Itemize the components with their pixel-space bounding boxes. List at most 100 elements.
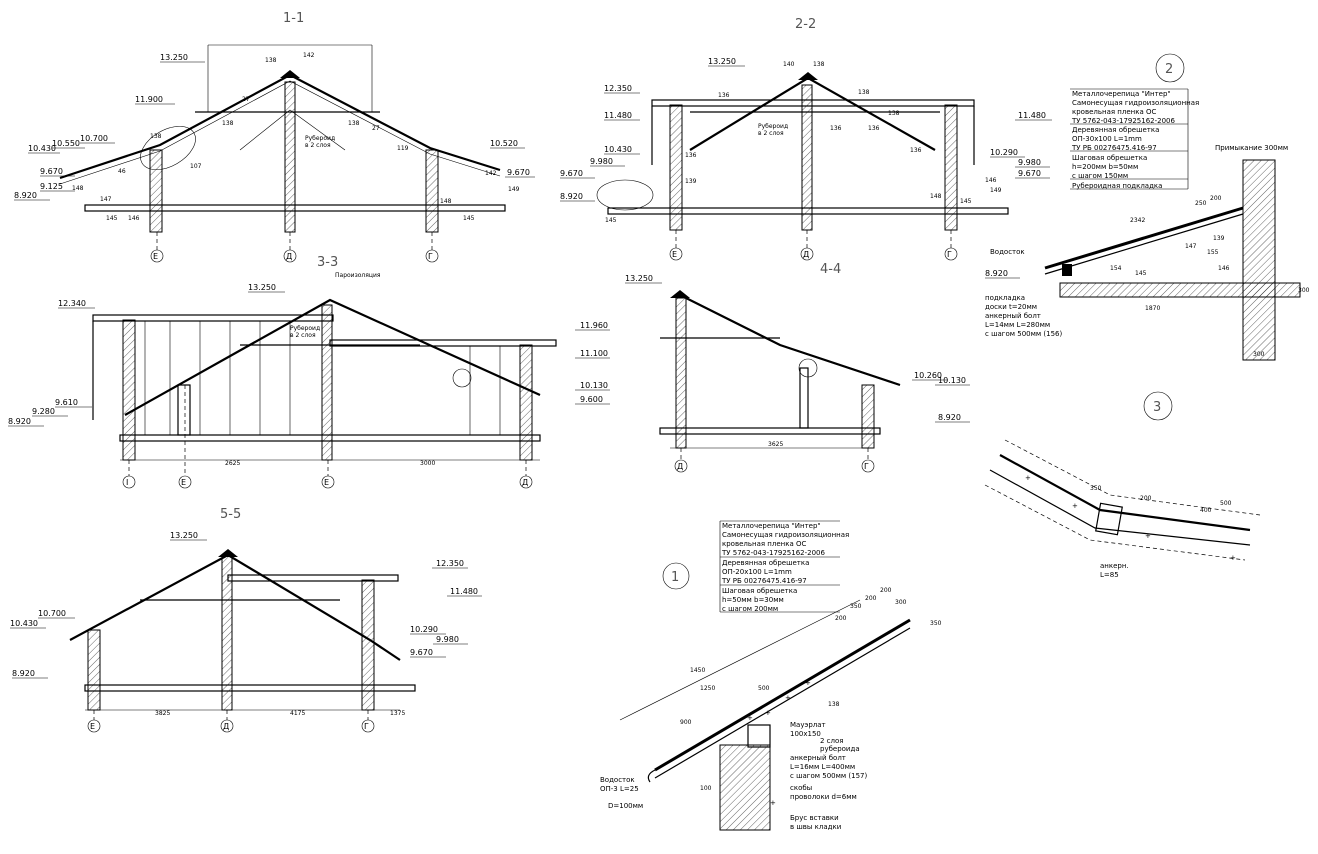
wall-g	[425, 149, 439, 233]
callouts: Мауэрлат 100x150 2 слоя рубероида анкерн…	[600, 721, 867, 831]
masonry-wall	[1242, 159, 1276, 361]
svg-text:4175: 4175	[290, 710, 305, 717]
svg-text:L=14мм L=280мм: L=14мм L=280мм	[985, 321, 1050, 329]
wall-plate	[747, 724, 771, 748]
svg-text:Водосток: Водосток	[990, 248, 1025, 256]
roof-slope	[124, 298, 541, 416]
svg-text:149: 149	[990, 187, 1002, 194]
svg-text:11.480: 11.480	[1018, 111, 1046, 120]
svg-text:138: 138	[888, 110, 900, 117]
svg-text:9.670: 9.670	[560, 169, 583, 178]
svg-text:+: +	[785, 694, 791, 702]
svg-text:+: +	[747, 714, 753, 722]
svg-text:подкладка: подкладка	[985, 294, 1025, 302]
svg-text:с шагом 150мм: с шагом 150мм	[1072, 172, 1128, 180]
node-callout-circle	[798, 358, 818, 378]
svg-text:300: 300	[895, 599, 907, 606]
level-marks: 13.250 12.350 11.480 10.700 10.430 10.29…	[10, 531, 482, 679]
svg-text:1375: 1375	[390, 710, 405, 717]
svg-text:145: 145	[960, 198, 972, 205]
svg-text:1: 1	[671, 570, 679, 585]
wall-i	[122, 319, 136, 461]
svg-text:136: 136	[868, 125, 880, 132]
svg-text:Е: Е	[153, 252, 158, 261]
callouts: Примыкание 300мм Водосток подкладка доск…	[985, 144, 1288, 338]
svg-text:9.670: 9.670	[1018, 169, 1041, 178]
grid-axes: Д Г	[674, 448, 875, 473]
svg-text:Е: Е	[181, 478, 186, 487]
svg-text:8.920: 8.920	[560, 192, 583, 201]
svg-text:Е: Е	[324, 478, 329, 487]
svg-text:136: 136	[910, 147, 922, 154]
svg-text:138: 138	[828, 701, 840, 708]
grid-axes: Е Д Г	[150, 232, 439, 263]
grid-axes: І Е Е Д	[122, 385, 533, 489]
svg-text:10.290: 10.290	[990, 148, 1018, 157]
svg-text:Д: Д	[522, 478, 528, 487]
roof-slope	[679, 294, 901, 387]
svg-text:148: 148	[72, 185, 84, 192]
svg-text:доски t=20мм: доски t=20мм	[985, 303, 1037, 311]
svg-text:Д: Д	[223, 722, 229, 731]
svg-text:Самонесущая гидроизоляционная: Самонесущая гидроизоляционная	[1072, 99, 1199, 107]
level-marks: 13.250 10.260 10.130 8.920	[625, 274, 970, 423]
ridge-icon	[280, 70, 300, 78]
anchor-crosses: ++ ++ +	[747, 679, 811, 807]
svg-text:ТУ 5762-043-17925162-2006: ТУ 5762-043-17925162-2006	[1071, 117, 1176, 125]
svg-text:ТУ 5762-043-17925162-2006: ТУ 5762-043-17925162-2006	[721, 549, 826, 557]
svg-text:140: 140	[783, 61, 795, 68]
svg-text:9.980: 9.980	[1018, 158, 1041, 167]
node-marker	[662, 562, 690, 590]
svg-text:Деревянная обрешетка: Деревянная обрешетка	[722, 559, 809, 567]
svg-text:11.960: 11.960	[580, 321, 608, 330]
svg-text:8.920: 8.920	[12, 669, 35, 678]
svg-text:100: 100	[700, 785, 712, 792]
svg-text:Самонесущая гидроизоляционная: Самонесущая гидроизоляционная	[722, 531, 849, 539]
section-2-2: 2-2 13.250 12.350 11.480 10.430 9.980 9.…	[560, 17, 1052, 261]
svg-text:138: 138	[150, 133, 162, 140]
gutter-icon	[647, 769, 656, 783]
svg-text:10.550: 10.550	[52, 139, 80, 148]
svg-text:Рубероид: Рубероид	[758, 123, 788, 130]
svg-text:100x150: 100x150	[790, 730, 821, 738]
svg-text:анкерн.: анкерн.	[1100, 562, 1129, 570]
node-marker	[1143, 391, 1173, 421]
svg-text:Д: Д	[803, 250, 809, 259]
svg-text:с шагом 500мм (156): с шагом 500мм (156)	[985, 330, 1062, 338]
section-title: 1-1	[283, 11, 304, 26]
svg-text:13.250: 13.250	[625, 274, 653, 283]
svg-text:Шаговая обрешетка: Шаговая обрешетка	[1072, 154, 1147, 162]
svg-text:Рубероид: Рубероид	[290, 325, 320, 332]
node-1-detail: 1 Металлочерепица "Интер" Самонесущая ги…	[600, 520, 942, 831]
svg-text:148: 148	[440, 198, 452, 205]
member-marks: 140 138 136 138 136 136 138 136 136 139 …	[605, 61, 1002, 224]
roof-sheet	[654, 618, 911, 772]
floor-slab	[84, 684, 416, 692]
beam-top	[92, 314, 334, 322]
svg-text:скобы: скобы	[790, 784, 812, 792]
svg-text:Водосток: Водосток	[600, 776, 635, 784]
section-1-1: 1-1 13.250 11.900 10.700 10.550 10.430 9…	[14, 11, 535, 263]
svg-text:12.340: 12.340	[58, 299, 86, 308]
svg-text:11.900: 11.900	[135, 95, 163, 104]
svg-text:11.480: 11.480	[604, 111, 632, 120]
svg-text:ОП-3 L=25: ОП-3 L=25	[600, 785, 639, 793]
svg-text:200: 200	[880, 587, 892, 594]
section-5-5: 5-5 13.250 12.350 11.480 10.700 10.430 1…	[10, 507, 482, 733]
beam-top	[651, 99, 975, 107]
section-title: 5-5	[220, 507, 241, 522]
svg-text:350: 350	[1090, 485, 1102, 492]
svg-text:500: 500	[758, 685, 770, 692]
level-marks: 13.250 12.340 9.610 9.280 8.920 11.960 1…	[8, 283, 610, 427]
wall-g	[944, 104, 958, 231]
svg-text:138: 138	[265, 57, 277, 64]
svg-text:10.260: 10.260	[914, 371, 942, 380]
svg-text:146: 146	[985, 177, 997, 184]
svg-text:Шаговая обрешетка: Шаговая обрешетка	[722, 587, 797, 595]
svg-text:10.700: 10.700	[38, 609, 66, 618]
svg-text:136: 136	[718, 92, 730, 99]
svg-text:с шагом 200мм: с шагом 200мм	[722, 605, 778, 613]
svg-text:145: 145	[463, 215, 475, 222]
svg-text:h=50мм b=30мм: h=50мм b=30мм	[722, 596, 784, 604]
